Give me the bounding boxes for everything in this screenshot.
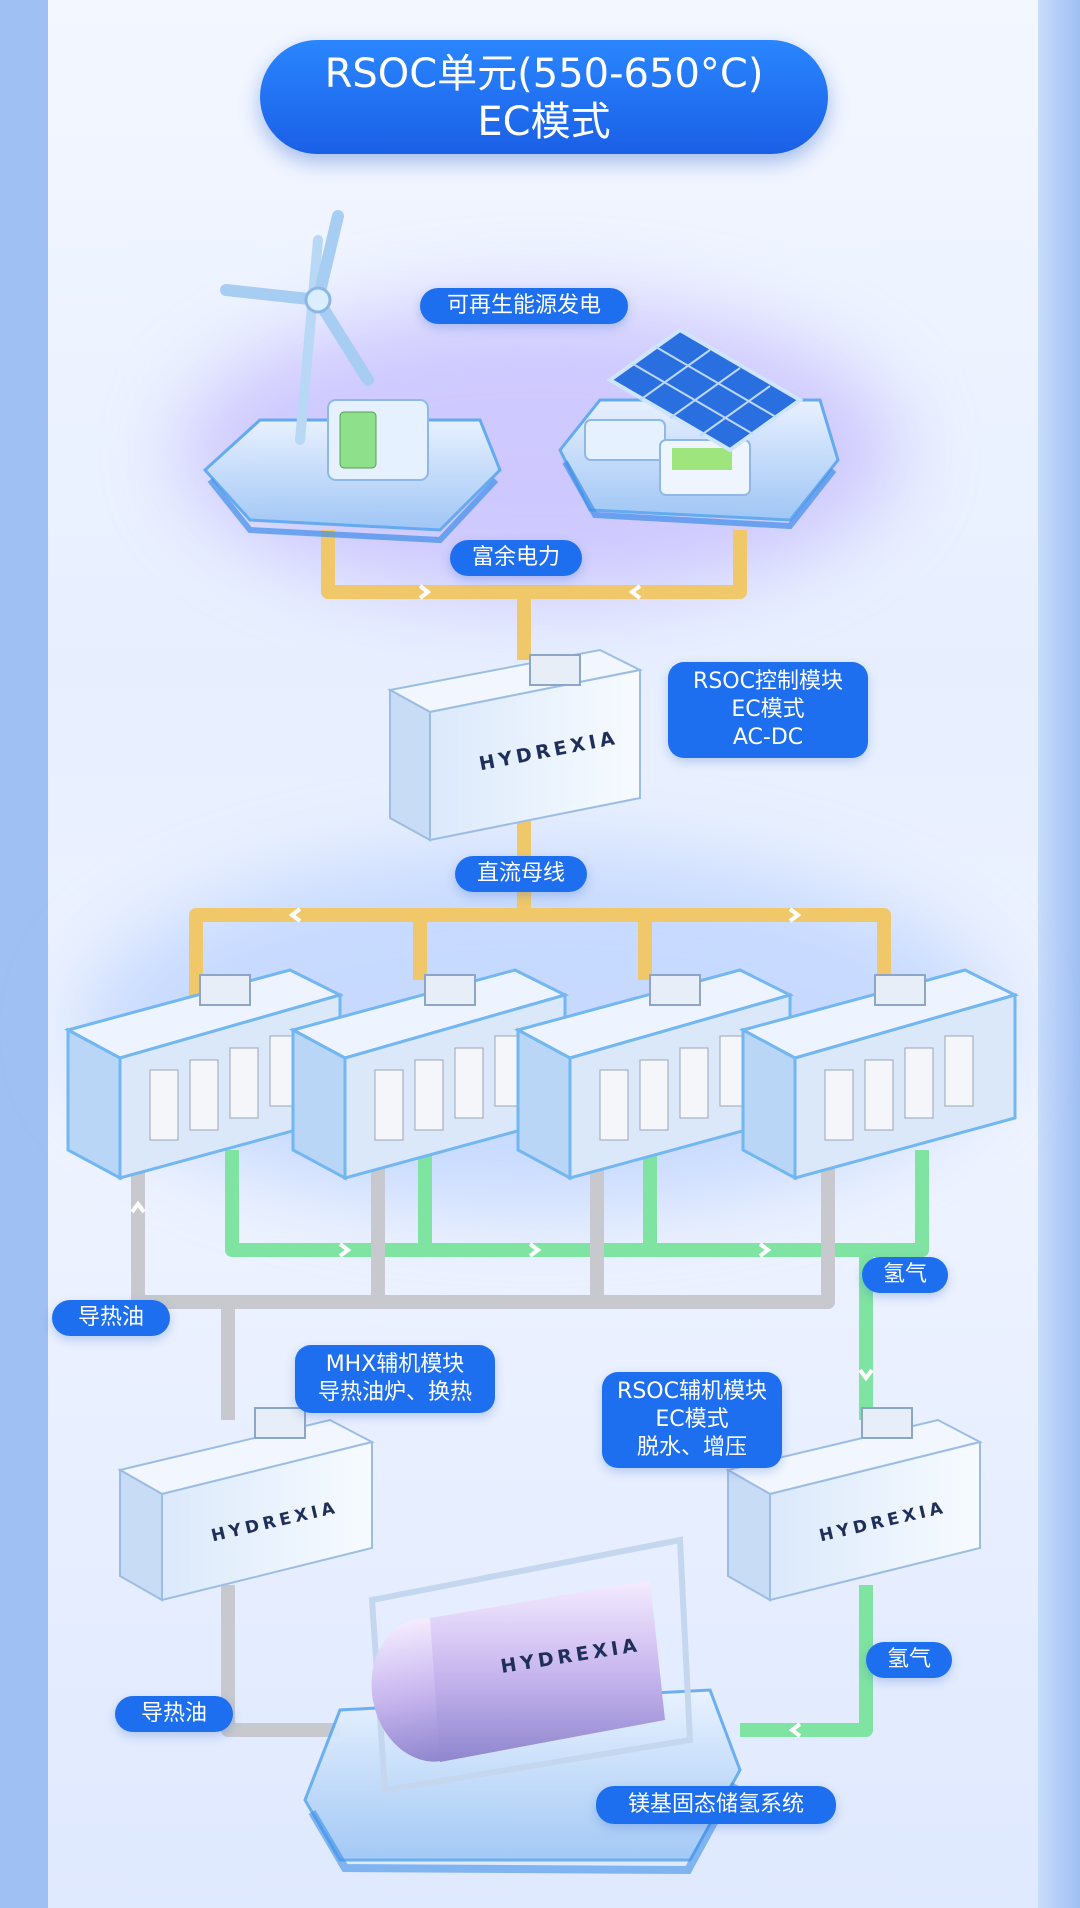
mhx-module-line-1: MHX辅机模块: [325, 1352, 465, 1377]
wind-turbine-tower: [295, 235, 323, 445]
flow-arrow-icon: [858, 1368, 874, 1382]
wind-power-platform: [202, 210, 502, 544]
dc-bus-label: 直流母线: [455, 856, 587, 892]
rsoc-stack-containers: [63, 968, 1020, 1181]
flow-arrow-icon: [758, 1242, 772, 1258]
rsoc-aux-module-label: RSOC辅机模块 EC模式 脱水、增压: [602, 1372, 782, 1468]
flow-arrow-icon: [130, 1200, 146, 1214]
right-edge-strip: [1038, 0, 1080, 1908]
control-module-line-2: EC模式: [731, 697, 805, 722]
rsoc-aux-module-line-1: RSOC辅机模块: [617, 1379, 767, 1404]
container-fan-unit: [529, 654, 581, 686]
flow-arrow-icon: [628, 584, 642, 600]
rsoc-container-4: [738, 968, 1020, 1181]
hydrogen-label-2: 氢气: [866, 1642, 952, 1678]
rsoc-aux-module-line-2: EC模式: [655, 1407, 729, 1432]
rsoc-aux-container: [725, 1407, 983, 1602]
power-lines: [189, 530, 891, 1000]
storage-system-label: 镁基固态储氢系统: [596, 1786, 836, 1824]
oil-to-storage-line: [221, 1585, 340, 1737]
mhx-aux-container: [117, 1407, 375, 1602]
thermal-oil-lines: [131, 1150, 835, 1737]
flow-arrow-icon: [528, 1242, 542, 1258]
wind-turbine-icon: [220, 210, 374, 386]
surplus-power-line: [321, 530, 747, 599]
hydrogen-header-line: [225, 1150, 929, 1257]
oil-header-line: [131, 1150, 835, 1309]
thermal-oil-label-2: 导热油: [115, 1696, 233, 1732]
control-module-label: RSOC控制模块 EC模式 AC-DC: [668, 662, 868, 758]
mhx-module-line-2: 导热油炉、换热: [317, 1380, 472, 1405]
title-line-2: EC模式: [477, 99, 611, 145]
rsoc-container-2: [288, 968, 570, 1181]
rsoc-container-1: [63, 968, 345, 1181]
flow-arrow-icon: [338, 1242, 352, 1258]
surplus-power-label: 富余电力: [450, 540, 582, 576]
thermal-oil-label-1: 导热油: [52, 1300, 170, 1336]
title-line-1: RSOC单元(550-650°C): [324, 51, 764, 97]
flow-arrow-icon: [418, 584, 432, 600]
hydrogen-label-1: 氢气: [862, 1257, 948, 1293]
flow-arrow-icon: [788, 907, 802, 923]
hydrogen-to-storage-line: [740, 1585, 873, 1737]
control-module-container: [387, 648, 644, 842]
mhx-module-label: MHX辅机模块 导热油炉、换热: [295, 1345, 495, 1413]
control-module-line-1: RSOC控制模块: [693, 669, 843, 694]
solar-power-platform: [558, 327, 840, 530]
renewable-power-label: 可再生能源发电: [420, 288, 628, 324]
rsoc-aux-module-line-3: 脱水、增压: [636, 1435, 747, 1460]
flow-arrow-icon: [788, 1722, 802, 1738]
dc-bus-line: [189, 908, 891, 1000]
flow-arrows: [130, 584, 874, 1738]
flow-arrow-icon: [288, 907, 302, 923]
control-module-line-3: AC-DC: [732, 725, 804, 750]
page-title: RSOC单元(550-650°C) EC模式: [260, 40, 828, 154]
